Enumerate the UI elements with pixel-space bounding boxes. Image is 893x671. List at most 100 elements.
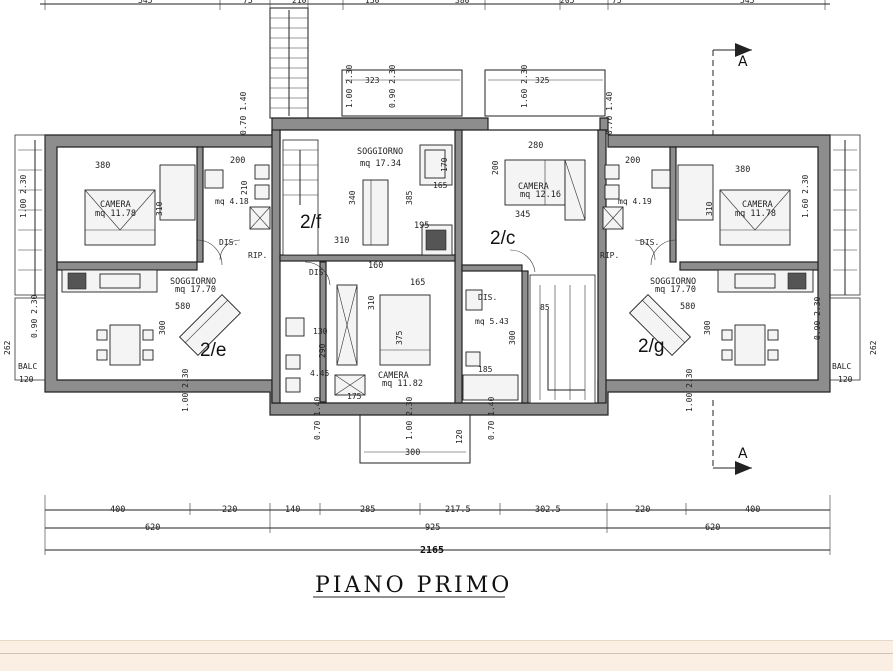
soggiorno-left-area: mq 17.70	[175, 285, 216, 295]
bottom-dim-6: 302.5	[535, 505, 561, 515]
soggiorno-f-name: SOGGIORNO	[357, 147, 403, 157]
outer-walls	[44, 117, 831, 416]
camera-f-w: 310	[367, 295, 376, 310]
dim-165-top: 165	[433, 181, 448, 190]
top-dim-3: 210	[292, 0, 307, 5]
top-dim-7: 75	[612, 0, 622, 5]
dim-195: 195	[414, 221, 429, 231]
bagno-left-area: mq 4.18	[215, 197, 249, 206]
top-dimension-line: 545 75 210 150 380 205 75 545	[40, 0, 830, 10]
top-dim-8: 545	[740, 0, 755, 5]
unit-label-2g: 2/g	[638, 336, 664, 357]
bottom-dim-1: 400	[110, 505, 125, 515]
top-dim-4: 150	[365, 0, 380, 5]
dis-left: DIS.	[219, 238, 238, 247]
external-stair	[269, 7, 309, 119]
bagno-right-area: mq 4.19	[618, 197, 652, 206]
camera-c-name: CAMERA	[518, 182, 549, 192]
rip-right: RIP.	[600, 251, 619, 260]
balc-label-left: BALC	[18, 362, 37, 371]
dim-160: 160	[368, 261, 383, 271]
plan-title: PIANO PRIMO	[315, 573, 512, 598]
soggiorno-right-w: 580	[680, 302, 695, 312]
soggiorno-right-name: SOGGIORNO	[650, 277, 696, 287]
camera-c-area: mq 12.16	[520, 190, 561, 200]
rip-left: RIP.	[248, 251, 267, 260]
win-label-left-balc2: 0.90 2.30	[30, 294, 39, 338]
dim-85: 85	[540, 303, 550, 312]
top-balconies: 323 325 1.00 2.30 0.90 2.30 1.60 2.30 0.…	[239, 64, 614, 135]
bottom-dimension-lines: 400 220 140 285 217.5 302.5 220 400 620 …	[44, 495, 831, 556]
win-label-top-3: 1.60 2.30	[520, 64, 529, 108]
bottom-dim-row2-2: 925	[425, 523, 440, 533]
dim-262-right: 262	[869, 340, 878, 355]
dim-130: 130	[313, 327, 328, 336]
soggiorno-f-area: mq 17.34	[360, 159, 401, 169]
bottom-dim-row2-3: 620	[705, 523, 720, 533]
soggiorno-left-h: 300	[158, 320, 167, 335]
dim-445: 4.45	[310, 369, 329, 378]
camera-right-h: 310	[705, 201, 714, 216]
dim-165: 165	[410, 278, 425, 288]
win-label-top-5: 0.70 1.40	[605, 91, 614, 135]
unit-2f-furniture	[282, 139, 453, 396]
camera-f-area: mq 11.82	[382, 379, 423, 389]
unit-label-2e: 2/e	[200, 340, 226, 361]
bottom-dim-row2-1: 620	[145, 523, 160, 533]
dim-262-left: 262	[3, 340, 12, 355]
bottom-dim-4: 285	[360, 505, 375, 515]
bottom-dim-8: 400	[745, 505, 760, 515]
bottom-dim-5: 217.5	[445, 505, 471, 515]
camera-f-h: 375	[395, 330, 404, 345]
win-label-left-balc: 1.00 2.30	[19, 174, 28, 218]
camera-c-w: 345	[515, 210, 530, 220]
dim-325: 325	[535, 76, 550, 85]
unit-2e-furniture	[61, 164, 271, 366]
soggiorno-right-area: mq 17.70	[655, 285, 696, 295]
camera-left-name: CAMERA	[100, 200, 131, 210]
top-dim-2: 75	[243, 0, 253, 5]
balcony-right: BALC 120 262	[829, 134, 878, 384]
balc-dim-right: 120	[838, 375, 853, 384]
win-label-left-bottom: 1.00 2.30	[181, 368, 190, 412]
win-label-c-bottom: 0.70 1.40	[487, 396, 496, 440]
balc-label-right: BALC	[832, 362, 851, 371]
soggiorno-right-h: 300	[703, 320, 712, 335]
camera-left-w: 380	[95, 161, 110, 171]
dim-120-bottom: 120	[455, 429, 464, 444]
win-label-top-4: 0.70 1.40	[239, 91, 248, 135]
bagno-c-h: 300	[508, 330, 517, 345]
bagno-right-w: 200	[625, 156, 640, 166]
win-label-top-1: 1.00 2.30	[345, 64, 354, 108]
section-marker-bottom: A	[712, 400, 752, 475]
dim-280: 280	[528, 141, 543, 151]
bottom-dim-3: 140	[285, 505, 300, 515]
soggiorno-left-w: 580	[175, 302, 190, 312]
unit-2c-labels: 280 CAMERA mq 12.16 345 200 2/c DIS. mq …	[475, 141, 561, 440]
camera-f-name: CAMERA	[378, 371, 409, 381]
soggiorno-left-name: SOGGIORNO	[170, 277, 216, 287]
dim-385: 385	[405, 190, 414, 205]
section-label-bottom: A	[738, 446, 748, 462]
win-label-f-bottom: 0.70 1.40	[313, 396, 322, 440]
scan-edge-strip	[0, 640, 893, 671]
unit-label-2f: 2/f	[300, 212, 322, 233]
camera-left-h: 310	[155, 201, 164, 216]
section-marker-top: A	[712, 43, 752, 135]
win-label-right-balc2: 0.90 2.30	[813, 296, 822, 340]
balcony-left: BALC 120 262	[3, 134, 46, 384]
win-label-f-bottom2: 1.00 2.30	[405, 396, 414, 440]
soggiorno-f-h: 340	[348, 190, 357, 205]
unit-label-2c: 2/c	[490, 228, 515, 249]
unit-2c-furniture	[462, 159, 596, 404]
dis-f: DIS.	[309, 268, 328, 277]
unit-2g-labels: 380 CAMERA mq 11.78 310 SOGGIORNO mq 17.…	[600, 156, 822, 412]
balc-dim-left: 120	[19, 375, 34, 384]
dis-c: DIS.	[478, 293, 497, 302]
top-dim-5: 380	[455, 0, 470, 5]
win-label-right-balc: 1.60 2.30	[801, 174, 810, 218]
unit-2g-furniture	[602, 164, 814, 366]
bagno-c-area: mq 5.43	[475, 317, 509, 326]
section-label-top: A	[738, 54, 748, 70]
